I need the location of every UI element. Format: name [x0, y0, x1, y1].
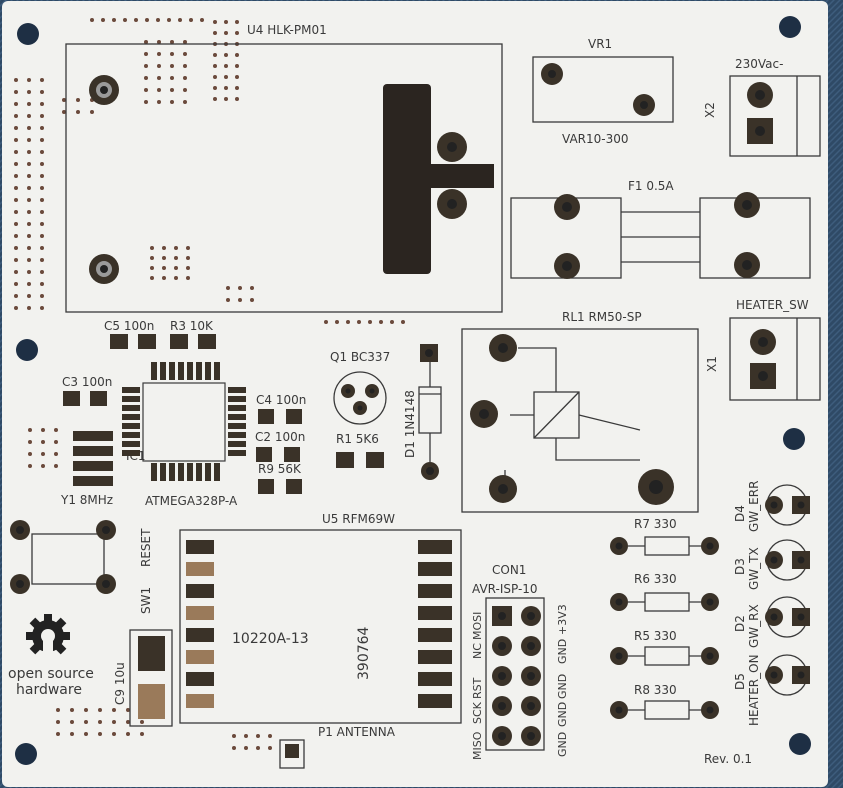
- label-c2: C2 100n: [255, 430, 305, 444]
- label-heater-on: HEATER_ON: [747, 654, 761, 726]
- label-var10: VAR10-300: [562, 132, 629, 146]
- label-x1: X1: [705, 356, 719, 372]
- con1-isp-header: CON1 AVR-ISP-10 MOSI NC RST SCK MISO +3V…: [471, 563, 569, 760]
- u4-power-module: U4 HLK-PM01: [65, 23, 503, 313]
- x2-terminal: 230Vac- X2: [703, 57, 821, 157]
- label-d4: D4: [733, 505, 747, 522]
- label-r1: R1 5K6: [336, 432, 379, 446]
- label-r9: R9 56K: [258, 462, 302, 476]
- rl1-relay: RL1 RM50-SP: [461, 310, 699, 513]
- label-gw-err: GW_ERR: [747, 481, 761, 532]
- label-gnd-2: GND: [556, 674, 569, 699]
- label-gnd-4: GND: [556, 732, 569, 757]
- p1-antenna: P1 ANTENNA: [279, 725, 396, 769]
- sw1-reset-switch: SW1 RESET: [10, 520, 153, 614]
- u5-rfm69w: U5 RFM69W 10220A-13 390764: [179, 512, 462, 724]
- label-con1: CON1: [492, 563, 526, 577]
- label-q1: Q1 BC337: [330, 350, 390, 364]
- open-source-hardware-gear-icon: open source hardware: [8, 614, 94, 698]
- vr1-varistor: VR1 VAR10-300: [532, 37, 674, 146]
- via-field: [14, 18, 405, 750]
- label-gw-tx: GW_TX: [747, 547, 761, 590]
- label-x2: X2: [703, 102, 717, 118]
- label-d5: D5: [733, 673, 747, 690]
- label-d1: D1 1N4148: [403, 390, 417, 458]
- label-chip-b: 390764: [356, 626, 372, 680]
- label-gw-rx: GW_RX: [747, 604, 761, 648]
- label-gnd-3: GND: [556, 702, 569, 727]
- label-sck: SCK: [471, 701, 484, 724]
- label-osh-1: open source: [8, 666, 94, 682]
- label-rst: RST: [471, 677, 484, 699]
- label-f1: F1 0.5A: [628, 179, 674, 193]
- label-r8: R8 330: [634, 683, 677, 697]
- label-rl1: RL1 RM50-SP: [562, 310, 642, 324]
- label-avr: AVR-ISP-10: [472, 582, 538, 596]
- label-p1: P1 ANTENNA: [318, 725, 396, 739]
- mcu-passives: C5 100n R3 10K C3 100n C4 100n C2 100n R…: [62, 319, 306, 494]
- label-u4: U4 HLK-PM01: [247, 23, 327, 37]
- y1-crystal: Y1 8MHz: [60, 431, 113, 507]
- label-r5: R5 330: [634, 629, 677, 643]
- label-miso: MISO: [471, 731, 484, 760]
- mounting-holes: [15, 16, 811, 765]
- label-d2: D2: [733, 615, 747, 632]
- label-chip-a: 10220A-13: [232, 631, 309, 647]
- label-y1: Y1 8MHz: [60, 493, 113, 507]
- d1-diode: D1 1N4148: [403, 344, 442, 480]
- f1-fuse: F1 0.5A: [510, 179, 811, 279]
- label-c4: C4 100n: [256, 393, 306, 407]
- label-r7: R7 330: [634, 517, 677, 531]
- label-atmega: ATMEGA328P-A: [145, 494, 238, 508]
- label-c5: C5 100n: [104, 319, 154, 333]
- led-resistors: R7 330 R6 330 R5 330 R8 330: [610, 517, 719, 720]
- label-u5: U5 RFM69W: [322, 512, 395, 526]
- label-r3: R3 10K: [170, 319, 214, 333]
- label-vr1: VR1: [588, 37, 612, 51]
- label-c3: C3 100n: [62, 375, 112, 389]
- ic1-atmega: IC1 ATMEGA328P-A: [122, 362, 246, 508]
- label-r6: R6 330: [634, 572, 677, 586]
- label-vac: 230Vac-: [735, 57, 783, 71]
- label-rev: Rev. 0.1: [704, 752, 752, 766]
- x1-terminal: HEATER_SW X1: [705, 298, 821, 401]
- label-d3: D3: [733, 558, 747, 575]
- label-heater-sw: HEATER_SW: [736, 298, 809, 312]
- label-sw1: SW1: [139, 587, 153, 614]
- label-osh-2: hardware: [16, 682, 82, 698]
- label-c9: C9 10u: [113, 662, 127, 705]
- r1-resistor: R1 5K6: [336, 432, 384, 468]
- label-nc: NC: [471, 643, 484, 659]
- q1-transistor: Q1 BC337: [330, 350, 390, 425]
- label-reset: RESET: [139, 528, 153, 567]
- label-gnd-1: GND: [556, 639, 569, 664]
- c9-capacitor: C9 10u: [113, 629, 173, 727]
- label-mosi: MOSI: [471, 612, 484, 640]
- label-plus3v3: +3V3: [556, 604, 569, 635]
- status-leds: D4 GW_ERR D3 GW_TX D2 GW_RX D5 HEATER_ON: [733, 481, 810, 726]
